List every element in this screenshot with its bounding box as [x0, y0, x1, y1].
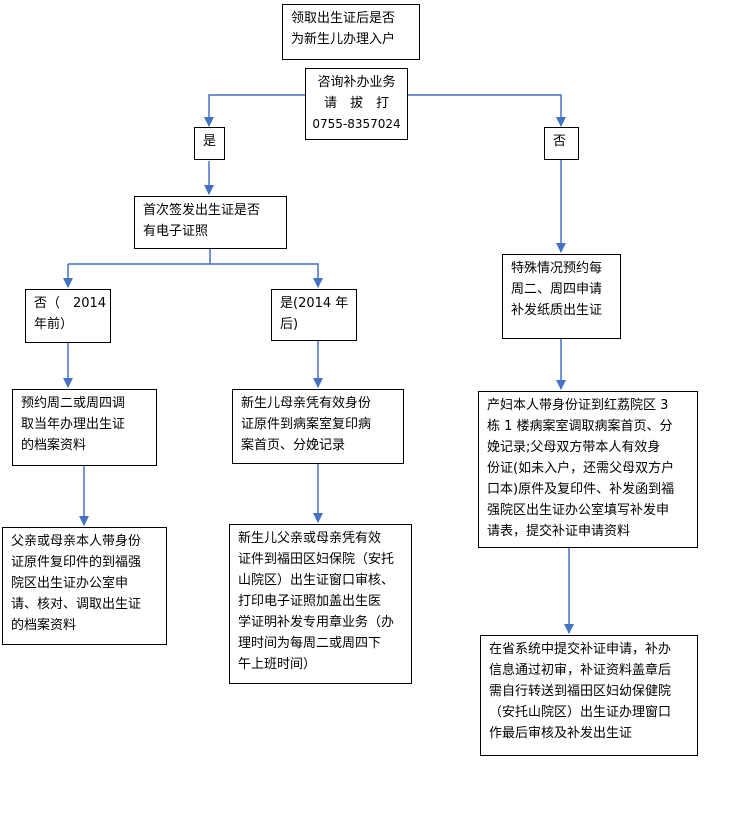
box-parent-fuqiang-line-4: 请、核对、调取出生证 — [11, 597, 142, 612]
box-parent-fuqiang-line-2: 证原件复印件的到福强 — [11, 555, 142, 570]
box-before-2014-line-1: 否（ 2014 — [34, 296, 107, 311]
box-special-line-2: 周二、周四申请 — [511, 282, 603, 297]
box-book-archive: 预约周二或周四调 取当年办理出生证 的档案资料 — [12, 389, 157, 466]
box-parent-anto-line-5: 学证明补发专用章业务（办 — [238, 615, 395, 630]
box-start: 领取出生证后是否 为新生儿办理入户 — [282, 4, 420, 60]
box-special: 特殊情况预约每 周二、周四申请 补发纸质出生证 — [502, 254, 621, 339]
box-provincial-line-4: （安托山院区）出生证办理窗口 — [489, 705, 672, 720]
box-provincial-line-2: 信息通过初审，补证资料盖章后 — [489, 663, 672, 678]
box-mother-copy: 新生儿母亲凭有效身份 证原件到病案室复印病 案首页、分娩记录 — [232, 389, 404, 464]
box-parent-anto-line-2: 证件到福田区妇保院（安托 — [238, 552, 395, 567]
box-first-issue-line-2: 有电子证照 — [143, 224, 209, 239]
box-before-2014-line-2: 年前） — [34, 317, 74, 332]
box-special-line-3: 补发纸质出生证 — [511, 303, 603, 318]
box-start-line-1: 领取出生证后是否 — [291, 11, 396, 26]
box-book-archive-line-3: 的档案资料 — [21, 438, 87, 453]
box-provincial: 在省系统中提交补证申请，补办 信息通过初审，补证资料盖章后 需自行转送到福田区妇… — [480, 635, 698, 756]
box-consult-phone: 0755-8357024 — [312, 117, 401, 131]
box-yes: 是 — [194, 127, 225, 160]
box-after-2014-line-1: 是(2014 年 — [280, 296, 349, 311]
box-before-2014: 否（ 2014 年前） — [25, 289, 111, 343]
box-parent-anto-line-1: 新生儿父亲或母亲凭有效 — [238, 531, 382, 546]
box-parent-fuqiang-line-5: 的档案资料 — [11, 618, 77, 633]
arrow-first-issue-to-after-2014 — [210, 263, 323, 288]
box-provincial-line-1: 在省系统中提交补证申请，补办 — [489, 642, 672, 657]
box-parent-fuqiang-line-3: 院区出生证办公室申 — [11, 576, 129, 591]
box-special-line-1: 特殊情况预约每 — [511, 261, 603, 276]
box-parent-anto-line-4: 打印电子证照加盖出生医 — [238, 594, 382, 609]
box-provincial-line-5: 作最后审核及补发出生证 — [489, 726, 633, 741]
box-mother-copy-line-3: 案首页、分娩记录 — [241, 438, 346, 453]
box-provincial-line-3: 需自行转送到福田区妇幼保健院 — [489, 684, 672, 699]
box-maternal-docs: 产妇本人带身份证到红荔院区 3 栋 1 楼病案室调取病案首页、分 娩记录;父母双… — [478, 391, 698, 548]
box-consult-line-1: 咨询补办业务 — [317, 75, 396, 90]
box-first-issue-line-1: 首次签发出生证是否 — [143, 203, 261, 218]
arrow-start-to-yes — [204, 94, 305, 127]
box-consult: 咨询补办业务 请 拔 打 0755-8357024 — [305, 68, 408, 140]
box-after-2014: 是(2014 年 后) — [271, 289, 357, 341]
box-mother-copy-line-1: 新生儿母亲凭有效身份 — [241, 396, 372, 411]
box-no-label: 否 — [553, 134, 567, 149]
box-parent-anto-line-6: 理时间为每周二或周四下 — [238, 636, 382, 651]
box-consult-line-2: 请 拔 打 — [323, 96, 389, 111]
box-no: 否 — [544, 127, 579, 160]
box-after-2014-line-2: 后) — [280, 317, 299, 332]
box-book-archive-line-1: 预约周二或周四调 — [21, 396, 126, 411]
box-parent-anto-line-7: 午上班时间） — [238, 657, 317, 672]
arrow-first-issue-split — [68, 249, 211, 265]
box-maternal-docs-line-6: 强院区出生证办公室填写补发申 — [487, 503, 670, 518]
box-parent-fuqiang: 父亲或母亲本人带身份 证原件复印件的到福强 院区出生证办公室申 请、核对、调取出… — [2, 527, 167, 645]
box-book-archive-line-2: 取当年办理出生证 — [21, 417, 126, 432]
box-maternal-docs-line-2: 栋 1 楼病案室调取病案首页、分 — [487, 419, 673, 434]
box-start-line-2: 为新生儿办理入户 — [291, 32, 396, 47]
box-parent-anto: 新生儿父亲或母亲凭有效 证件到福田区妇保院（安托 山院区）出生证窗口审核、 打印… — [229, 524, 412, 684]
box-parent-fuqiang-line-1: 父亲或母亲本人带身份 — [11, 534, 142, 549]
box-yes-label: 是 — [203, 134, 217, 149]
box-first-issue: 首次签发出生证是否 有电子证照 — [134, 196, 287, 249]
arrow-start-to-no — [408, 94, 566, 127]
box-maternal-docs-line-1: 产妇本人带身份证到红荔院区 3 — [487, 398, 669, 413]
box-maternal-docs-line-5: 口本)原件及复印件、补发函到福 — [487, 482, 675, 497]
box-maternal-docs-line-4: 份证(如未入户，还需父母双方户 — [487, 461, 675, 476]
box-parent-anto-line-3: 山院区）出生证窗口审核、 — [238, 573, 395, 588]
box-maternal-docs-line-7: 请表，提交补证申请资料 — [487, 524, 631, 539]
box-mother-copy-line-2: 证原件到病案室复印病 — [241, 417, 372, 432]
box-maternal-docs-line-3: 娩记录;父母双方带本人有效身 — [487, 440, 661, 455]
